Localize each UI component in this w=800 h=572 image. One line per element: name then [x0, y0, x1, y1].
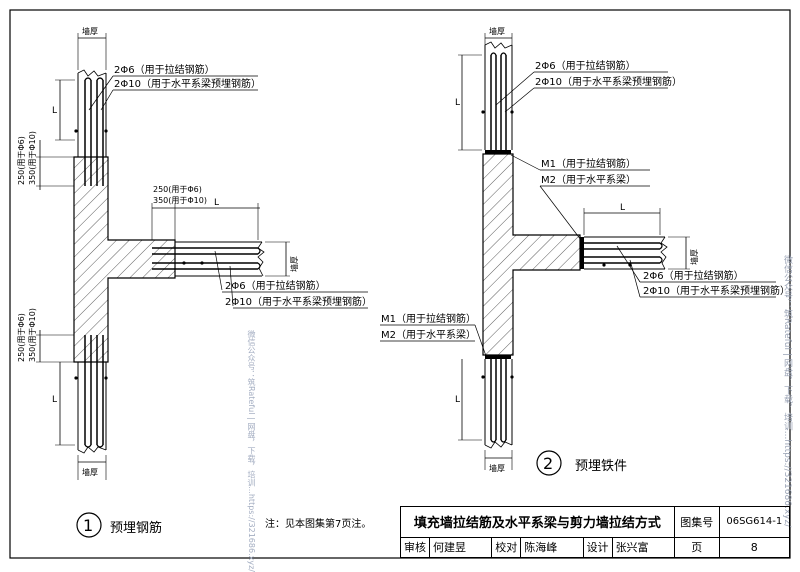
length-label: L — [52, 395, 57, 405]
beam-bar-label: 2Φ10（用于水平系梁预埋钢筋） — [535, 75, 682, 88]
figure-2-number: 2 — [543, 454, 553, 473]
m1-label: M1（用于拉结钢筋） — [381, 312, 476, 325]
figure-2-title: 预埋铁件 — [575, 459, 627, 474]
wall-thickness-label: 墙厚 — [82, 467, 98, 477]
length-label: L — [620, 203, 625, 213]
dim-250-label: 250(用于Φ6) — [153, 185, 202, 194]
dim-350-label: 350(用于Φ10) — [28, 308, 37, 362]
wall-thickness-label: 墙厚 — [289, 256, 299, 272]
drawing-title: 填充墙拉结筋及水平系梁与剪力墙拉结方式 — [400, 506, 675, 538]
tie-bar-label: 2Φ6（用于拉结钢筋） — [114, 63, 215, 76]
tie-bar-label: 2Φ6（用于拉结钢筋） — [643, 269, 744, 282]
wall-thickness-label: 墙厚 — [489, 463, 505, 473]
beam-bar-label: 2Φ10（用于水平系梁预埋钢筋） — [114, 77, 261, 90]
review-label: 审核 — [400, 536, 430, 559]
reviewer-name: 何建昱 — [428, 536, 493, 559]
length-label: L — [455, 98, 460, 108]
m2-label: M2（用于水平系梁） — [381, 328, 476, 341]
figure-2-drawing — [380, 33, 776, 476]
design-label: 设计 — [582, 536, 613, 559]
figure-1-number-circle — [76, 512, 102, 538]
figure-2-number-circle — [536, 450, 562, 476]
checker-name: 陈海峰 — [520, 536, 584, 559]
wall-thickness-label: 墙厚 — [489, 26, 505, 36]
length-label: L — [52, 106, 57, 116]
figure-1-number: 1 — [83, 516, 93, 535]
title-block: 填充墙拉结筋及水平系梁与剪力墙拉结方式 图集号 06SG614-1 审核 何建昱… — [400, 506, 791, 559]
dim-250-label: 250(用于Φ6) — [17, 313, 26, 362]
m1-label: M1（用于拉结钢筋） — [541, 157, 636, 170]
beam-bar-label: 2Φ10（用于水平系梁预埋钢筋） — [643, 284, 790, 297]
tie-bar-label: 2Φ6（用于拉结钢筋） — [225, 279, 326, 292]
check-label: 校对 — [491, 536, 522, 559]
figure-1-title: 预埋钢筋 — [110, 520, 162, 536]
dim-350-label: 350(用于Φ10) — [28, 131, 37, 185]
watermark: 微信公众号：筑Rateful | 网盘，下载，培训...https://3216… — [247, 330, 256, 572]
page-number: 8 — [718, 536, 791, 559]
dim-350-label: 350(用于Φ10) — [153, 196, 207, 205]
wall-thickness-label: 墙厚 — [82, 26, 98, 36]
wall-thickness-label: 墙厚 — [689, 249, 699, 265]
figure-1-drawing — [36, 33, 368, 538]
atlas-number: 06SG614-1 — [718, 506, 791, 538]
page-label: 页 — [673, 536, 720, 559]
dim-250-label: 250(用于Φ6) — [17, 136, 26, 185]
length-label: L — [214, 198, 219, 208]
tie-bar-label: 2Φ6（用于拉结钢筋） — [535, 59, 636, 72]
m2-label: M2（用于水平系梁） — [541, 173, 636, 186]
watermark: 微信公众号：筑Rateful | 网盘，下载，培训...https://3216… — [782, 255, 792, 528]
designer-name: 张兴富 — [611, 536, 675, 559]
beam-bar-label: 2Φ10（用于水平系梁预埋钢筋） — [225, 295, 372, 308]
sheet-border — [9, 9, 791, 559]
length-label: L — [455, 395, 460, 405]
atlas-label: 图集号 — [673, 506, 720, 538]
drawing-note: 注：见本图集第7页注。 — [265, 517, 371, 530]
